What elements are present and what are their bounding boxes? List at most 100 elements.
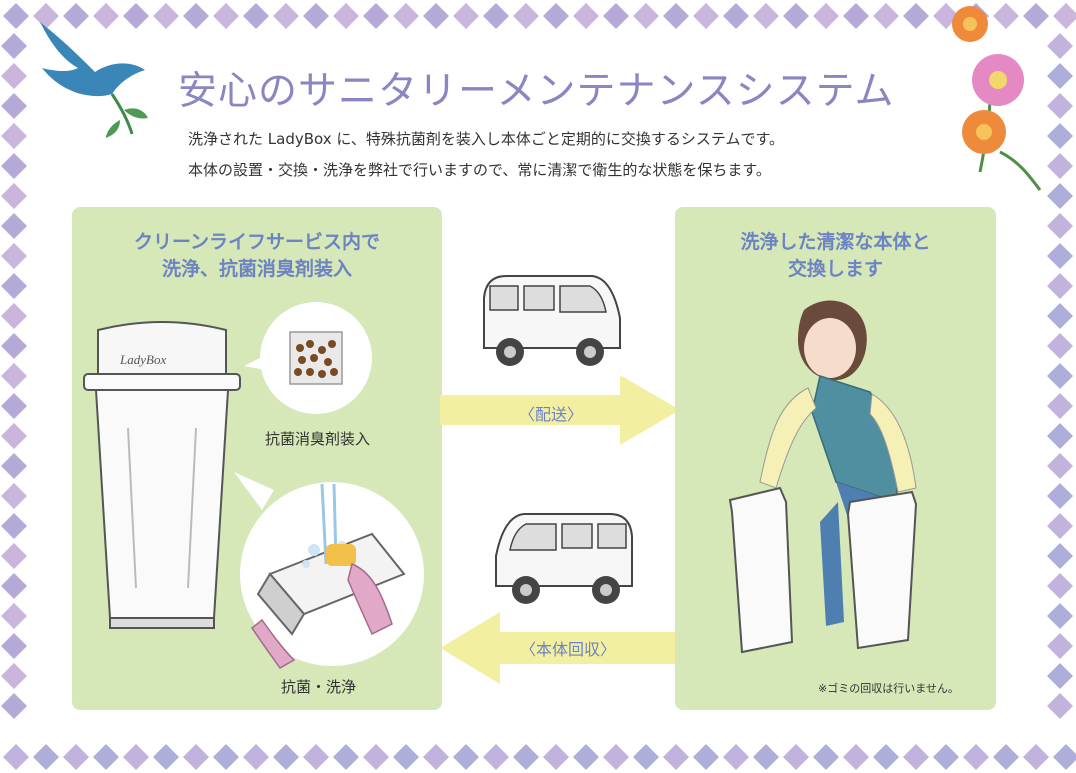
border-diamond	[1, 123, 27, 149]
border-diamond	[993, 3, 1019, 29]
delivery-arrow	[440, 375, 680, 445]
border-diamond	[3, 744, 29, 770]
border-diamond	[723, 744, 749, 770]
border-diamond	[1, 243, 27, 269]
border-diamond	[303, 744, 329, 770]
border-diamond	[123, 3, 149, 29]
border-diamond	[873, 744, 899, 770]
border-diamond	[1047, 633, 1073, 659]
border-diamond	[993, 744, 1019, 770]
worker-icon	[728, 300, 918, 654]
border-diamond	[183, 3, 209, 29]
border-diamond	[1, 393, 27, 419]
border-diamond	[1047, 573, 1073, 599]
border-diamond	[813, 744, 839, 770]
right-panel-heading: 洗浄した清潔な本体と 交換します	[675, 229, 996, 283]
border-diamond	[813, 3, 839, 29]
border-diamond	[1, 633, 27, 659]
border-diamond	[1047, 603, 1073, 629]
border-diamond	[1047, 543, 1073, 569]
border-diamond	[1047, 693, 1073, 719]
left-heading-line-1: クリーンライフサービス内で	[133, 231, 381, 253]
washing-icon	[234, 472, 424, 669]
border-diamond	[513, 744, 539, 770]
border-diamond	[213, 3, 239, 29]
border-diamond	[213, 744, 239, 770]
caption-antibacterial-wash: 抗菌・洗浄	[281, 678, 357, 696]
right-heading-line-1: 洗浄した清潔な本体と	[740, 231, 931, 253]
border-diamond	[3, 3, 29, 29]
border-diamond	[453, 3, 479, 29]
border-diamond	[723, 3, 749, 29]
border-diamond	[513, 3, 539, 29]
border-diamond	[183, 744, 209, 770]
van-icon	[495, 513, 633, 604]
border-diamond	[1053, 744, 1076, 770]
border-diamond	[603, 3, 629, 29]
border-diamond	[843, 744, 869, 770]
border-diamond	[273, 3, 299, 29]
note-no-garbage-collection: ※ゴミの回収は行いません。	[818, 682, 959, 695]
border-diamond	[1, 303, 27, 329]
border-diamond	[93, 3, 119, 29]
border-diamond	[1047, 183, 1073, 209]
border-diamond	[303, 3, 329, 29]
border-diamond	[753, 744, 779, 770]
border-diamond	[933, 744, 959, 770]
border-diamond	[873, 3, 899, 29]
border-diamond	[783, 3, 809, 29]
border-diamond	[1047, 663, 1073, 689]
border-diamond	[603, 744, 629, 770]
van-icon	[483, 275, 621, 366]
collection-arrow	[440, 612, 680, 684]
bird-icon	[40, 22, 148, 138]
bin-logo-text: LadyBox	[119, 352, 166, 367]
border-diamond	[843, 3, 869, 29]
border-diamond	[273, 744, 299, 770]
border-diamond	[1, 513, 27, 539]
border-diamond	[1047, 93, 1073, 119]
border-diamond	[1047, 423, 1073, 449]
right-heading-line-2: 交換します	[787, 258, 883, 280]
border-diamond	[1047, 333, 1073, 359]
border-diamond	[423, 744, 449, 770]
border-diamond	[63, 744, 89, 770]
border-diamond	[483, 3, 509, 29]
border-diamond	[453, 744, 479, 770]
border-diamond	[783, 744, 809, 770]
border-diamond	[243, 744, 269, 770]
border-diamond	[153, 3, 179, 29]
border-diamond	[333, 744, 359, 770]
border-diamond	[1047, 213, 1073, 239]
border-diamond	[423, 3, 449, 29]
border-diamond	[1, 273, 27, 299]
border-diamond	[1047, 273, 1073, 299]
border-diamond	[1047, 123, 1073, 149]
collection-label: 〈本体回収〉	[520, 640, 617, 659]
border-diamond	[903, 3, 929, 29]
border-diamond	[363, 3, 389, 29]
border-diamond	[573, 3, 599, 29]
border-diamond	[753, 3, 779, 29]
border-diamond	[1, 33, 27, 59]
border-diamond	[633, 744, 659, 770]
border-diamond	[1047, 33, 1073, 59]
border-diamond	[93, 744, 119, 770]
border-diamond	[1, 543, 27, 569]
border-diamond	[1, 483, 27, 509]
border-diamond	[1, 213, 27, 239]
border-diamond	[903, 744, 929, 770]
intro-line-2: 本体の設置・交換・洗浄を弊社で行いますので、常に清潔で衛生的な状態を保ちます。	[188, 161, 771, 179]
deodorant-pack-icon	[244, 302, 372, 414]
border-diamond	[1, 603, 27, 629]
border-diamond	[1, 663, 27, 689]
border-diamond	[1, 63, 27, 89]
border-diamond	[1, 183, 27, 209]
border-diamond	[663, 3, 689, 29]
border-diamond	[63, 3, 89, 29]
border-diamond	[153, 744, 179, 770]
border-diamond	[1023, 744, 1049, 770]
trash-bin-icon: LadyBox	[83, 321, 241, 629]
